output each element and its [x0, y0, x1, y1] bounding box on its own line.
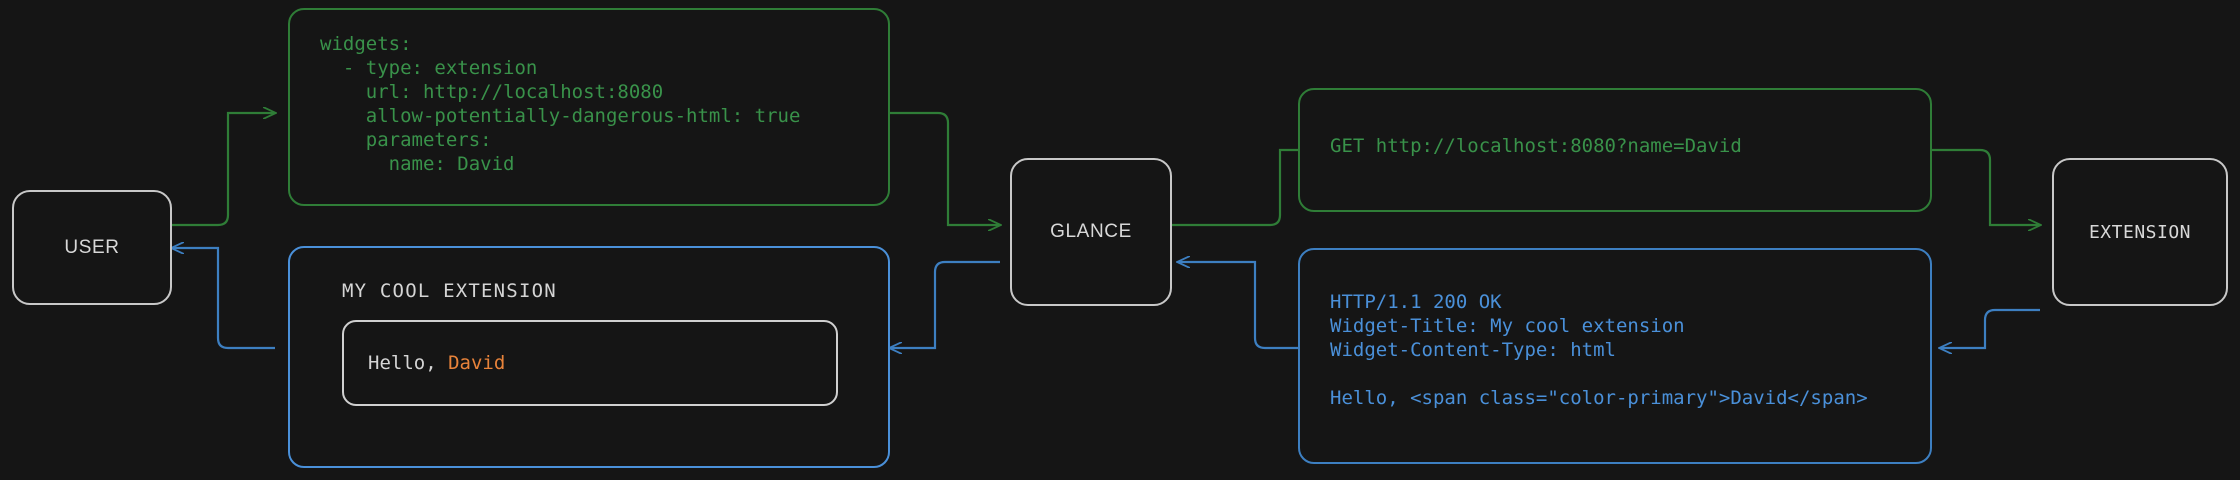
http-response-text: HTTP/1.1 200 OK Widget-Title: My cool ex…	[1330, 291, 1868, 409]
http-response-box: HTTP/1.1 200 OK Widget-Title: My cool ex…	[1298, 248, 1932, 464]
config-yaml-box: widgets: - type: extension url: http://l…	[288, 8, 890, 206]
config-yaml-text: widgets: - type: extension url: http://l…	[320, 33, 801, 175]
http-request-box: GET http://localhost:8080?name=David	[1298, 88, 1932, 212]
widget-greeting-name: David	[448, 352, 506, 374]
widget-preview-title: MY COOL EXTENSION	[342, 280, 557, 302]
node-user-label: USER	[64, 236, 120, 258]
node-extension-label: EXTENSION	[2088, 221, 2192, 243]
http-request-text: GET http://localhost:8080?name=David	[1330, 135, 1742, 157]
widget-preview-body: Hello, David	[342, 320, 838, 406]
widget-greeting-prefix: Hello,	[368, 352, 449, 374]
node-user[interactable]: USER	[12, 190, 172, 305]
widget-preview-box: MY COOL EXTENSION Hello, David	[288, 246, 890, 468]
node-glance[interactable]: GLANCE	[1010, 158, 1172, 306]
node-extension[interactable]: EXTENSION	[2052, 158, 2228, 306]
node-glance-label: GLANCE	[1050, 221, 1132, 242]
